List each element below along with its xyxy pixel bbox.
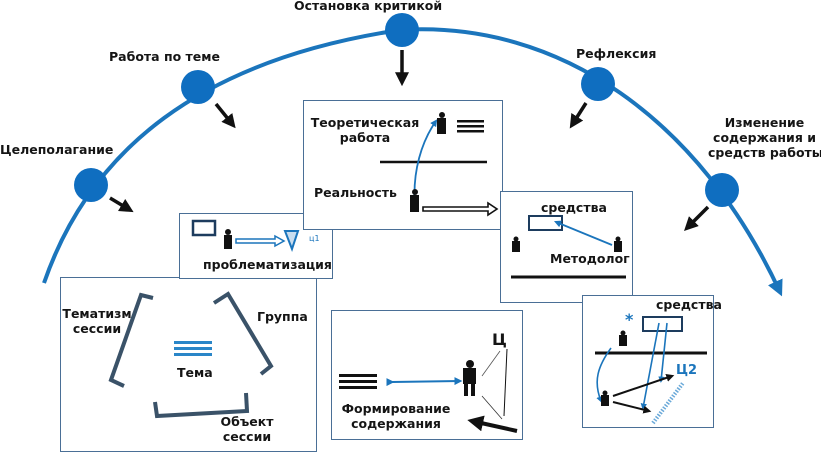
content-forming-box: Ц Формирование содержания [331, 310, 523, 440]
person-icon [437, 112, 446, 134]
means-change-graphics [595, 316, 707, 425]
double-arrow-icon [386, 377, 463, 387]
thematism-label-line2: сессии [72, 321, 122, 336]
reality-label: Реальность [314, 185, 397, 200]
theory-label: Теоретическая работа [310, 115, 420, 145]
thematism-label: Тематизм сессии [57, 306, 137, 336]
theory-label-line2: работа [339, 130, 391, 145]
bracket-icon [212, 291, 274, 376]
means-change-box: * средства Ц2 [582, 295, 722, 428]
session-brackets [108, 291, 274, 419]
triangle-icon [283, 230, 300, 252]
theory-label-line1: Теоретическая [310, 115, 420, 130]
stage-label-change-line1: Изменение [724, 115, 805, 130]
arrow-change [684, 205, 710, 231]
stage-node-goal-setting [74, 168, 108, 202]
goal-arrow [612, 374, 675, 397]
means-label: средства [541, 200, 607, 215]
object-label-line1: Объект [220, 414, 274, 429]
content-forming-label: Формирование содержания [336, 401, 456, 431]
lines-icon [339, 374, 377, 389]
theory-box: Теоретическая работа Реальность [303, 100, 503, 230]
content-forming-label-line2: содержания [351, 416, 441, 431]
person-icon [410, 189, 419, 212]
hatched-line-icon [651, 381, 685, 425]
means-arrow [658, 322, 668, 383]
stage-node-topic-work [181, 70, 215, 104]
star-mark: * [625, 310, 634, 329]
group-label: Группа [257, 309, 308, 324]
theory-graphics [380, 112, 499, 217]
curved-arrow [596, 347, 612, 403]
person-icon [463, 360, 476, 396]
bracket-icon [153, 392, 250, 419]
content-forming-label-line1: Формирование [341, 401, 451, 416]
pointer-arrow [554, 220, 613, 246]
person-icon [224, 229, 232, 249]
person-icon [614, 236, 622, 252]
stage-label-change-line2: содержания и [713, 130, 816, 145]
stage-node-reflection [581, 67, 615, 101]
arrow-goal-setting [109, 196, 134, 213]
lines-icon [174, 341, 212, 356]
arrow-topic-work [214, 102, 236, 129]
problematization-label: проблематизация [203, 257, 332, 272]
frame-icon [642, 316, 683, 332]
stage-label-topic-work: Работа по теме [109, 49, 220, 64]
sight-line [481, 395, 503, 420]
session-box: Тематизм сессии Группа Тема Объект сесси… [60, 277, 317, 452]
methodologist-box: средства Методолог [500, 191, 633, 303]
frame-icon [191, 219, 217, 237]
stage-label-critic-stop: Остановка критикой [294, 0, 443, 13]
stage-node-critic-stop [385, 13, 419, 47]
person-icon [601, 390, 609, 406]
bracket-icon [108, 292, 154, 388]
goal-label-c2: Ц2 [676, 363, 698, 378]
goal-label-c: Ц [492, 330, 507, 349]
hollow-arrow-icon [235, 234, 286, 248]
methodologist-label: Методолог [550, 251, 630, 266]
sight-line [481, 350, 501, 377]
stage-node-change [705, 173, 739, 207]
problematization-graphics [191, 219, 300, 252]
content-forming-graphics [339, 348, 518, 433]
goal-arrow [612, 401, 652, 414]
stage-label-reflection: Рефлексия [576, 46, 657, 61]
object-label-line2: сессии [222, 429, 272, 444]
means-arrow [640, 322, 660, 410]
means-label: средства [656, 297, 722, 312]
thematism-label-line1: Тематизм [62, 306, 132, 321]
stage-label-change-line3: средств работы [708, 145, 821, 160]
bold-arrow [467, 415, 518, 433]
sight-line [503, 348, 508, 417]
goal-label-c1: ц1 [309, 234, 320, 243]
stage-label-goal-setting: Целеполагание [0, 142, 114, 157]
person-icon [512, 236, 520, 252]
lines-icon [457, 120, 484, 133]
stage-label-change: Изменение содержания и средств работы [708, 115, 821, 160]
person-icon [619, 330, 627, 346]
arrow-reflection [569, 102, 588, 129]
object-label: Объект сессии [207, 414, 287, 444]
hollow-arrow-icon [422, 201, 499, 217]
methodologist-graphics [511, 215, 626, 279]
theme-label: Тема [177, 365, 213, 380]
